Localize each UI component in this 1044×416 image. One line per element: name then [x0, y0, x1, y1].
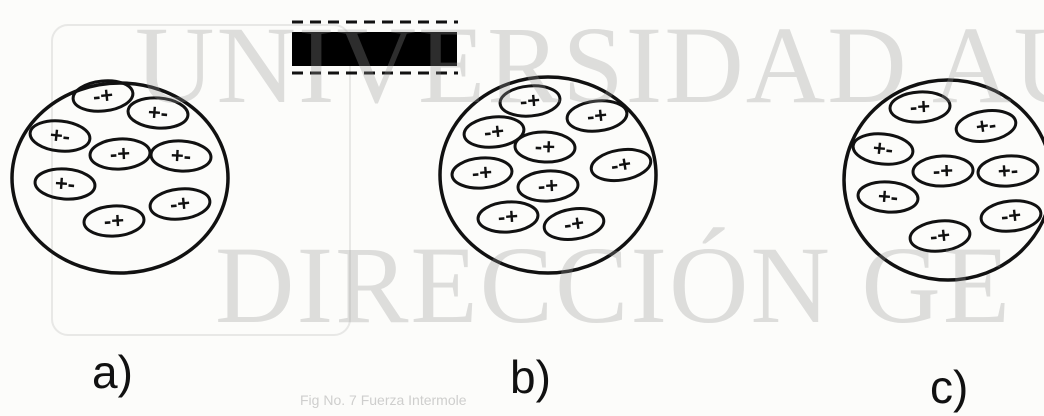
dipole-molecule: +-	[150, 139, 211, 172]
dipole-molecule: -+	[83, 204, 144, 237]
dipole-charge-label: -+	[537, 172, 558, 198]
background-figure-note: Fig No. 7 Fuerza Intermole	[300, 392, 467, 408]
dipole-molecule: -+	[149, 186, 212, 222]
caption-c: c)	[930, 360, 968, 414]
dipole-molecule: -+	[912, 155, 973, 187]
dipole-charge-label: +-	[877, 183, 899, 209]
dipole-molecule: +-	[29, 118, 92, 154]
dipole-molecule: +-	[852, 131, 915, 167]
dipole-charge-label: -+	[471, 159, 493, 185]
dipole-molecule: -+	[517, 169, 578, 202]
dipole-charge-label: -+	[92, 82, 115, 109]
dipole-charge-label: +-	[997, 157, 1019, 183]
watermark-line-1: UNIVERSIDAD AU	[135, 2, 1044, 129]
caption-b: b)	[510, 350, 551, 404]
dipole-molecule: -+	[72, 78, 135, 114]
dipole-charge-label: -+	[932, 158, 953, 184]
dipole-charge-label: -+	[534, 134, 555, 160]
dipole-molecule: -+	[514, 131, 575, 163]
dipole-molecule: +-	[34, 167, 96, 201]
dipole-molecule: -+	[589, 145, 653, 184]
dipole-charge-label: -+	[609, 151, 633, 179]
dipole-charge-label: +-	[872, 135, 895, 162]
dipole-charge-label: +-	[170, 142, 191, 168]
dipole-charge-label: -+	[109, 140, 130, 166]
dipole-molecule: +-	[977, 154, 1039, 188]
dipole-molecule: -+	[89, 137, 150, 170]
dipole-charge-label: +-	[54, 170, 76, 196]
caption-a: a)	[92, 345, 133, 399]
dipole-charge-label: -+	[169, 190, 192, 217]
dipole-molecule: -+	[451, 156, 513, 190]
watermark-line-2: DIRECCIÓN GE	[215, 222, 1012, 349]
dipole-charge-label: +-	[49, 122, 72, 149]
dipole-charge-label: -+	[103, 207, 124, 233]
dipole-molecule: +-	[857, 180, 919, 214]
